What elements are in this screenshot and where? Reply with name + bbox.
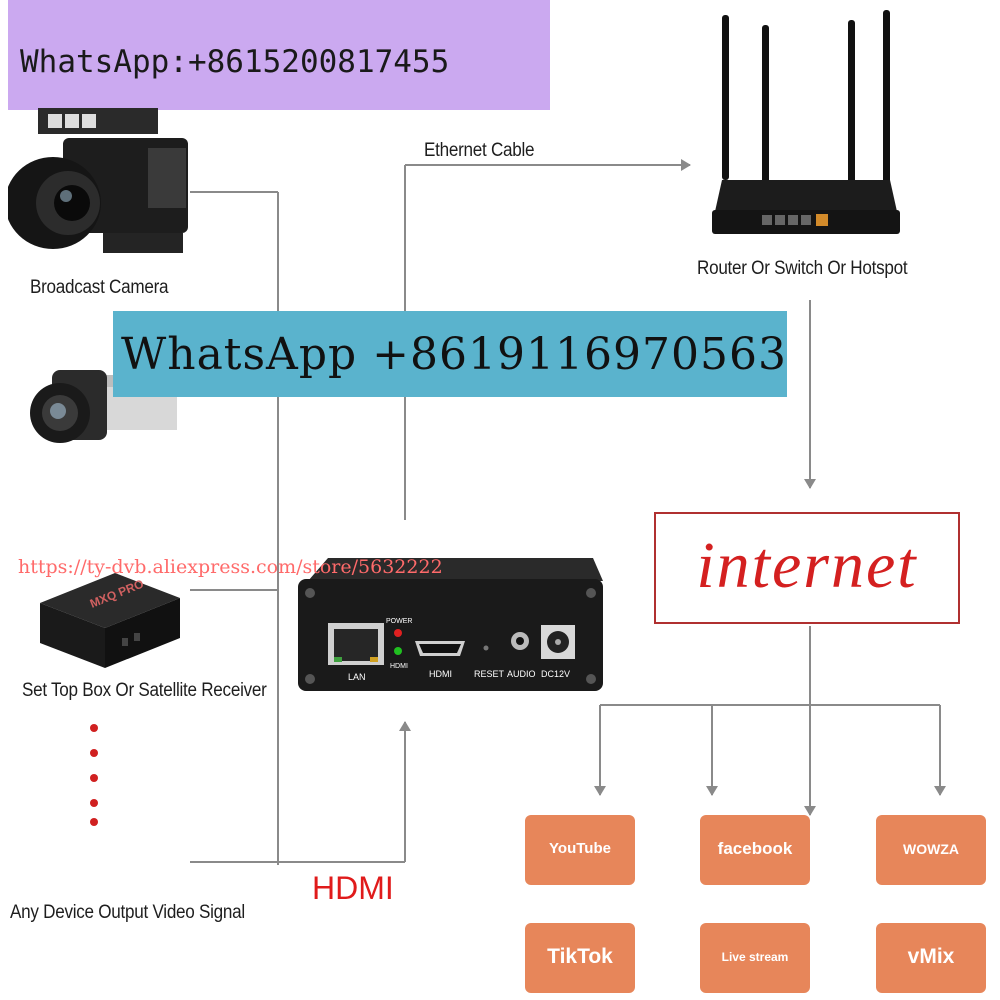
hdmi-label: HDMI xyxy=(312,870,394,906)
store-url-watermark: https://ty-dvb.aliexpress.com/store/5632… xyxy=(18,556,443,578)
broadcast-camera-image xyxy=(8,108,188,253)
broadcast-camera-label: Broadcast Camera xyxy=(30,277,169,298)
lan-port-label: LAN xyxy=(348,672,366,682)
whatsapp-top-text: WhatsApp:+8615200817455 xyxy=(20,44,450,80)
hdmi-led-label: HDMI xyxy=(390,663,408,670)
reset-label: RESET xyxy=(474,669,505,679)
internet-text: internet xyxy=(696,529,918,602)
set-top-box-label: Set Top Box Or Satellite Receiver xyxy=(22,680,267,701)
power-led-label: POWER xyxy=(386,618,412,625)
platform-live-stream-label: Live stream xyxy=(721,950,789,964)
router-image xyxy=(712,10,900,234)
platform-wowza: WOWZA xyxy=(876,815,986,885)
audio-label: AUDIO xyxy=(507,669,536,679)
platform-tiktok: TikTok xyxy=(525,923,635,993)
whatsapp-middle-text: WhatsApp +8619116970563 xyxy=(121,329,787,380)
internet-box: internet xyxy=(654,512,960,624)
hdmi-port-label: HDMI xyxy=(429,669,452,679)
platform-live-stream: Live stream xyxy=(700,923,810,993)
set-top-box-image: MXQ PRO xyxy=(40,573,180,668)
platform-vmix: vMix xyxy=(876,923,986,993)
more-devices-dots xyxy=(90,724,98,826)
platform-facebook: facebook xyxy=(700,815,810,885)
whatsapp-watermark-top: WhatsApp:+8615200817455 xyxy=(8,0,550,110)
encoder-device-image: LAN POWER HDMI HDMI RESET AUDIO DC12V xyxy=(298,558,603,691)
platform-vmix-label: vMix xyxy=(907,945,955,968)
platform-youtube-label: YouTube xyxy=(549,840,611,857)
dc12v-label: DC12V xyxy=(541,669,570,679)
platform-tiktok-label: TikTok xyxy=(547,945,613,968)
whatsapp-watermark-middle: WhatsApp +8619116970563 xyxy=(113,311,787,397)
ethernet-cable-label: Ethernet Cable xyxy=(424,140,535,161)
platform-facebook-label: facebook xyxy=(717,839,793,858)
any-device-label: Any Device Output Video Signal xyxy=(10,902,245,923)
platform-youtube: YouTube xyxy=(525,815,635,885)
router-label: Router Or Switch Or Hotspot xyxy=(697,258,908,279)
platform-wowza-label: WOWZA xyxy=(903,841,959,857)
